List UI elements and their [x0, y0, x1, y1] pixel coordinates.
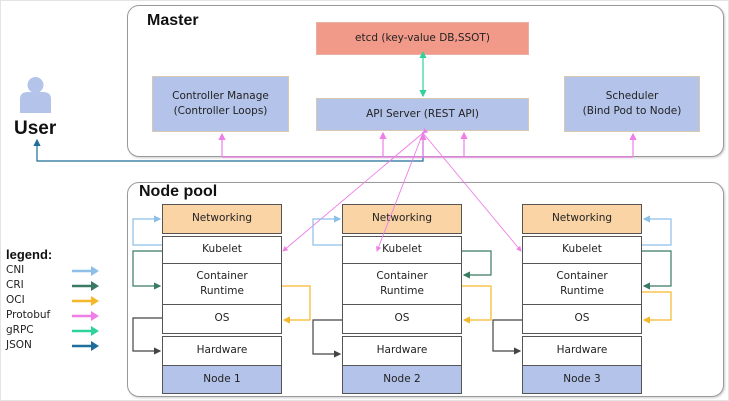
legend-item-oci: OCI — [6, 294, 99, 309]
legend-item-cni: CNI — [6, 264, 99, 279]
networking-layer[interactable]: Networking — [522, 204, 642, 234]
legend-label: OCI — [6, 294, 25, 306]
master-title: Master — [147, 12, 199, 29]
user-label: User — [14, 118, 57, 139]
arrow-icon — [72, 341, 99, 351]
legend-label: CNI — [6, 264, 25, 276]
node-pool-title: Node pool — [139, 183, 218, 200]
legend-item-protobuf: Protobuf — [6, 309, 99, 324]
os-layer[interactable]: OS — [522, 304, 642, 334]
legend-item-json: JSON — [6, 339, 99, 354]
container-runtime-layer[interactable]: Container Runtime — [342, 263, 462, 305]
node-2[interactable]: Networking Kubelet Container Runtime OS … — [342, 204, 462, 394]
node-3[interactable]: Networking Kubelet Container Runtime OS … — [522, 204, 642, 394]
container-runtime-layer[interactable]: Container Runtime — [522, 263, 642, 305]
container-runtime-layer[interactable]: Container Runtime — [162, 263, 282, 305]
hardware-layer[interactable]: Hardware — [522, 336, 642, 366]
user-icon — [18, 75, 53, 113]
hardware-layer[interactable]: Hardware — [342, 336, 462, 366]
hardware-layer[interactable]: Hardware — [162, 336, 282, 366]
node-label: Node 2 — [342, 365, 462, 394]
legend-label: gRPC — [6, 324, 34, 336]
legend-item-cri: CRI — [6, 279, 99, 294]
api-server-box[interactable]: API Server (REST API) — [316, 98, 529, 131]
legend-label: CRI — [6, 279, 24, 291]
kubelet-layer[interactable]: Kubelet — [162, 236, 282, 264]
networking-layer[interactable]: Networking — [162, 204, 282, 234]
node-label: Node 1 — [162, 365, 282, 394]
node-1[interactable]: Networking Kubelet Container Runtime OS … — [162, 204, 282, 394]
os-layer[interactable]: OS — [342, 304, 462, 334]
legend-label: Protobuf — [6, 309, 51, 321]
etcd-box[interactable]: etcd (key-value DB,SSOT) — [316, 22, 529, 55]
arrow-icon — [72, 296, 99, 306]
legend-item-grpc: gRPC — [6, 324, 99, 339]
arrow-icon — [72, 326, 99, 336]
legend: legend: CNI CRI OCI Protobuf gRPC JSON — [6, 247, 99, 354]
controller-manager-box[interactable]: Controller Manage (Controller Loops) — [152, 76, 289, 132]
scheduler-box[interactable]: Scheduler (Bind Pod to Node) — [564, 76, 700, 132]
arrow-icon — [72, 311, 99, 321]
legend-label: JSON — [6, 339, 32, 351]
arrow-icon — [72, 266, 99, 276]
arrow-icon — [72, 281, 99, 291]
kubelet-layer[interactable]: Kubelet — [522, 236, 642, 264]
networking-layer[interactable]: Networking — [342, 204, 462, 234]
kubelet-layer[interactable]: Kubelet — [342, 236, 462, 264]
os-layer[interactable]: OS — [162, 304, 282, 334]
legend-title: legend: — [6, 247, 53, 262]
node-label: Node 3 — [522, 365, 642, 394]
